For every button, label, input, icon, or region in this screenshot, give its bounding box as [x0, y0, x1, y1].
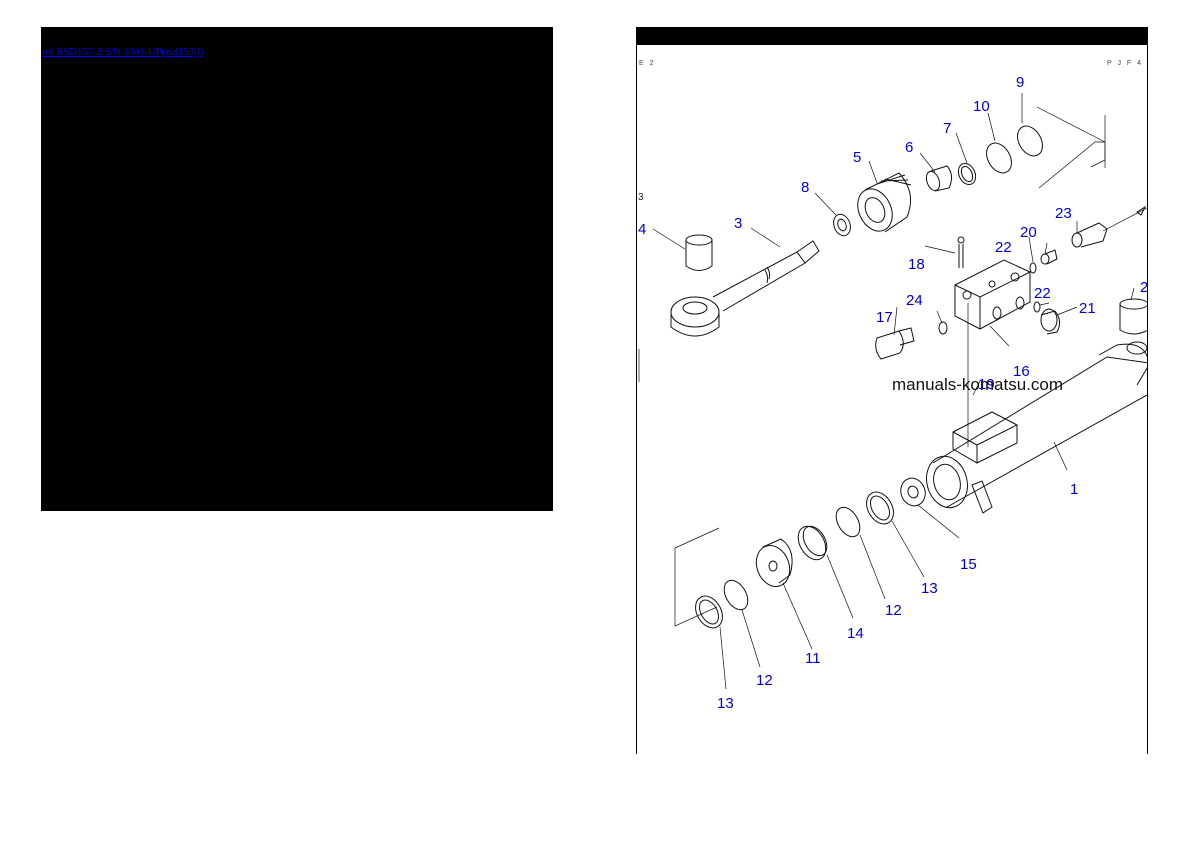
callout-21[interactable]: 21 [1079, 300, 1096, 317]
callout-11[interactable]: 11 [805, 650, 821, 667]
callout-22a[interactable]: 22 [995, 239, 1012, 256]
part-21-plug [1040, 308, 1061, 335]
callout-12b[interactable]: 12 [885, 602, 902, 619]
part-7-snap-ring [957, 162, 977, 186]
group-bracket [1036, 106, 1106, 189]
callout-23[interactable]: 23 [1055, 205, 1072, 222]
part-6-bushing [925, 165, 953, 192]
part-15-nut [900, 477, 926, 507]
group-bracket-lower [674, 527, 720, 627]
callout-1[interactable]: 1 [1070, 481, 1078, 498]
callout-17[interactable]: 17 [876, 309, 893, 326]
callout-8[interactable]: 8 [801, 179, 809, 196]
callout-12a[interactable]: 12 [756, 672, 773, 689]
part-10-o-ring [986, 142, 1012, 174]
exploded-cylinder-diagram: E 2 P J F 4 2 3 [638, 60, 1147, 712]
part-9-o-ring [1017, 125, 1043, 157]
part-3-piston-rod [670, 240, 820, 337]
part-12b-seal-ring [835, 506, 861, 538]
part-14-wear-ring [797, 525, 827, 561]
part-16-valve-block [954, 259, 1031, 330]
callout-22b[interactable]: 22 [1034, 285, 1051, 302]
part-11-piston [755, 538, 793, 587]
callout-13a[interactable]: 13 [717, 695, 734, 712]
part-20-fitting [1040, 249, 1058, 265]
leader-lines [652, 93, 1135, 690]
part-17-plug [875, 327, 915, 360]
part-12a-seal-ring [723, 579, 749, 611]
callout-4[interactable]: 4 [638, 221, 646, 238]
callout-24[interactable]: 24 [906, 292, 923, 309]
part-1-cylinder-tube [926, 341, 1147, 514]
part-13a-backup-ring [695, 595, 723, 629]
header-bar [637, 27, 1147, 45]
part-2-bushing [1119, 298, 1147, 335]
callout-7[interactable]: 7 [943, 120, 951, 137]
watermark: manuals-komatsu.com [892, 375, 1063, 394]
callout-6[interactable]: 6 [905, 139, 913, 156]
callout-labels: 1 3 4 5 6 7 8 9 10 11 12 12 13 13 14 15 … [638, 74, 1147, 712]
page-code-right: P J F 4 2 [1107, 60, 1147, 67]
callout-5[interactable]: 5 [853, 149, 861, 166]
part-4-bushing [685, 234, 713, 271]
callout-13b[interactable]: 13 [921, 580, 938, 597]
callout-15[interactable]: 15 [960, 556, 977, 573]
page-code-left: E 2 [639, 60, 656, 67]
model-reference-link[interactable]: ref RSD157-2 S/N 1001-UP(rsd150jl) [42, 46, 203, 58]
part-23-valve [1071, 205, 1147, 248]
edge-label-left: 3 [638, 192, 646, 203]
callout-20[interactable]: 20 [1020, 224, 1037, 241]
part-8-nut [833, 213, 851, 237]
callout-19[interactable]: 19 [978, 376, 995, 393]
part-13b-backup-ring [866, 491, 894, 525]
part-24-o-ring [938, 321, 948, 335]
callout-18[interactable]: 18 [908, 256, 925, 273]
part-18-bolt [958, 244, 964, 268]
part-5-cylinder-head [857, 172, 912, 233]
parts-diagram-panel: E 2 P J F 4 2 3 [636, 27, 1148, 754]
callout-16[interactable]: 16 [1013, 363, 1030, 380]
edge-callout-2[interactable]: 2 [1140, 279, 1147, 296]
callout-9[interactable]: 9 [1016, 74, 1024, 91]
callout-10[interactable]: 10 [973, 98, 990, 115]
part-22b-o-ring [1033, 301, 1041, 313]
callout-3[interactable]: 3 [734, 215, 742, 232]
callout-14[interactable]: 14 [847, 625, 864, 642]
left-panel: ref RSD157-2 S/N 1001-UP(rsd150jl) [41, 27, 553, 511]
part-22a-o-ring [1029, 262, 1037, 274]
